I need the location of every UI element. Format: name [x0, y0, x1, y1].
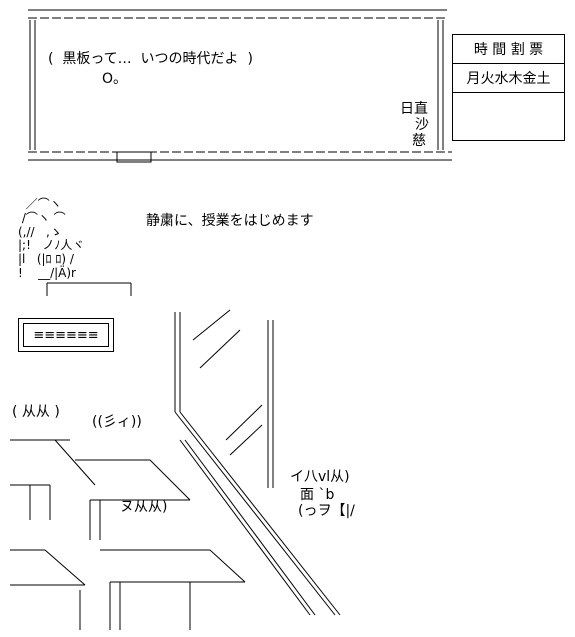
teacher-figure: ／⌒ヽ /⌒ヽ ⌒ (,// ,ゝ |;! ノﾉ人ヾ |l (|ﾛ ﾛ) / !…: [18, 197, 85, 280]
student-1-face: ( 从从 ): [12, 404, 60, 420]
timetable-days: 月火水木金土: [453, 64, 564, 93]
duty-name-2: 慈: [412, 133, 426, 149]
timetable-header: 時 間 割 票: [453, 35, 564, 64]
teacher-speech: 静粛に、授業をはじめます: [146, 213, 314, 229]
blackboard-speech-line1: ( 黒板って… いつの時代だよ ): [48, 51, 253, 67]
student-4-face: イ八vl从): [290, 469, 350, 485]
duty-label: 日直: [400, 101, 428, 117]
duty-name-1: 沙: [415, 117, 429, 133]
student-2-face: ((彡ィ)): [92, 414, 142, 430]
student-4-tag: (っヲ【|/: [298, 503, 355, 519]
wall-sign: ≡≡≡≡≡≡: [18, 318, 114, 352]
blackboard-speech-line2: O。: [102, 71, 128, 87]
student-4-label: 面 `b: [300, 487, 335, 503]
wall-sign-text: ≡≡≡≡≡≡: [23, 323, 109, 347]
timetable: 時 間 割 票 月火水木金土: [452, 34, 565, 141]
student-3-face: ヌ从从): [120, 499, 168, 515]
